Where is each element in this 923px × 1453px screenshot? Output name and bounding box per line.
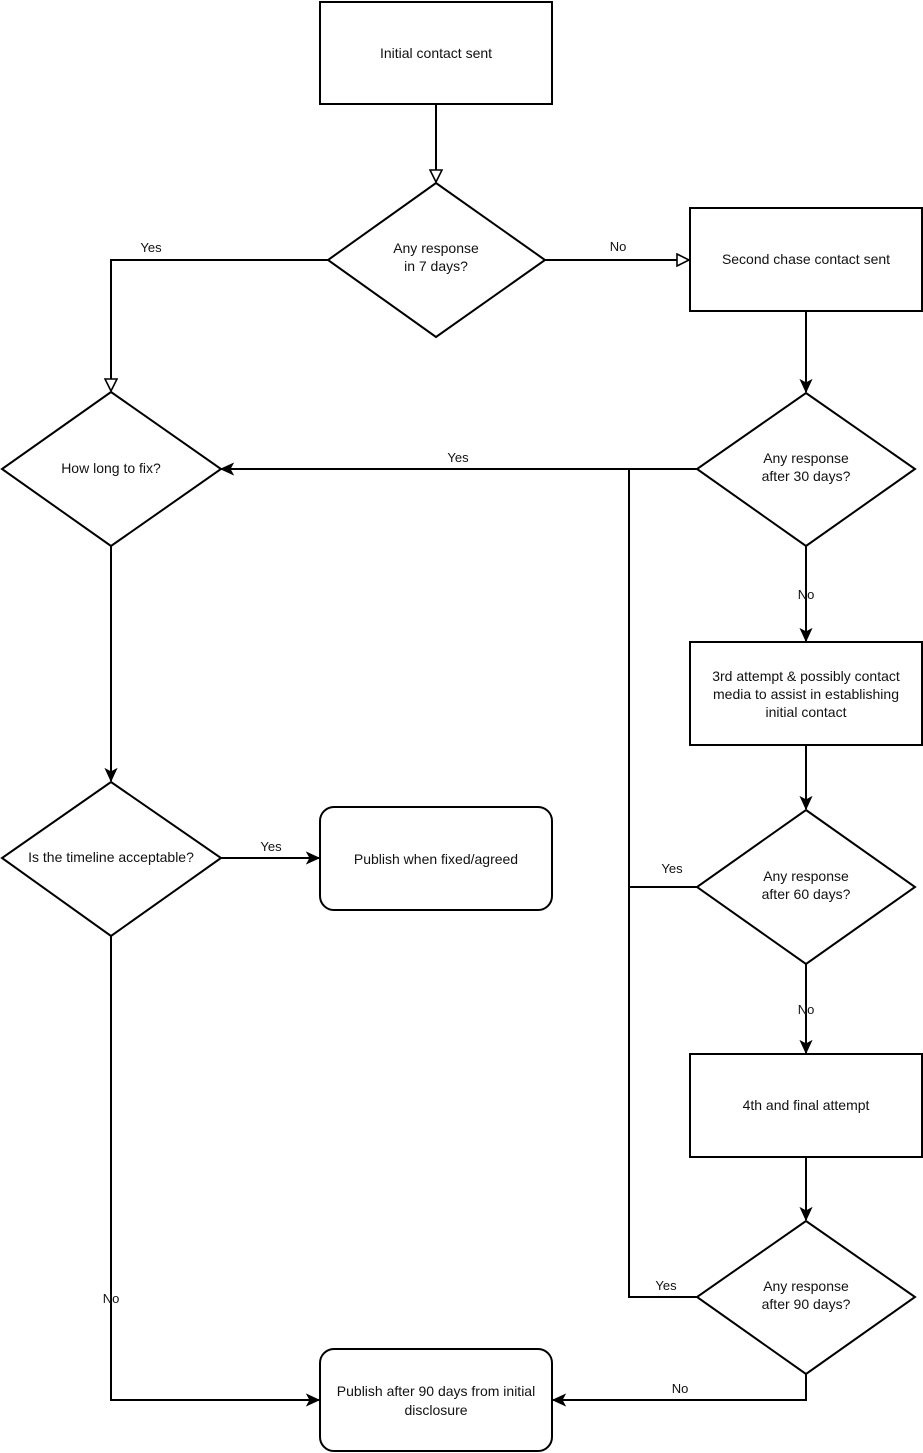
node-label: How long to fix?: [61, 460, 161, 476]
edge-label-q90-yes: Yes: [655, 1278, 677, 1293]
node-fourth-attempt: 4th and final attempt: [689, 1053, 923, 1158]
node-label: Initial contact sent: [380, 45, 492, 61]
edge-label-timeline-no: No: [103, 1291, 120, 1306]
edge-label-q7-no: No: [610, 239, 627, 254]
decision-q7-days: Any response in 7 days?: [326, 181, 547, 339]
edge-label-q60-no: No: [798, 1002, 815, 1017]
edge-label-q30-yes: Yes: [447, 450, 469, 465]
node-label-line-3: initial contact: [766, 704, 847, 720]
node-initial-contact: Initial contact sent: [319, 1, 553, 105]
node-label: Is the timeline acceptable?: [28, 849, 194, 865]
node-label-line-2: media to assist in establishing: [713, 686, 899, 702]
edge-label-timeline-yes: Yes: [260, 839, 282, 854]
node-publish-after-90-days: Publish after 90 days from initial discl…: [319, 1348, 553, 1452]
terminal-box: [319, 806, 553, 911]
decision-q90-days: Any response after 90 days?: [695, 1219, 917, 1376]
process-box: [689, 641, 923, 746]
edge-q90-yes-merge: [628, 887, 697, 1298]
decision-diamond: [0, 780, 223, 938]
edge-label-q7-yes: Yes: [140, 240, 162, 255]
edge-label-q60-yes: Yes: [661, 861, 683, 876]
edge-label-q90-no: No: [672, 1381, 689, 1396]
decision-diamond: [695, 808, 917, 966]
edge-labels: Yes No Yes No Yes Yes No Yes No No: [103, 239, 815, 1396]
decision-q60-days: Any response after 60 days?: [695, 808, 917, 966]
node-publish-when-fixed: Publish when fixed/agreed: [319, 806, 553, 911]
node-label-line-2: after 60 days?: [762, 886, 851, 902]
node-label-line-1: Any response: [763, 868, 849, 884]
edges: [111, 104, 806, 1400]
decision-diamond: [326, 181, 547, 339]
decision-q30-days: Any response after 30 days?: [695, 391, 917, 548]
node-label-line-1: Any response: [393, 240, 479, 256]
edge-q60-yes-merge: [628, 469, 697, 888]
node-label-line-2: disclosure: [404, 1402, 467, 1418]
edge-timeline-no-to-publish-90: [110, 936, 319, 1400]
node-label-line-1: Publish after 90 days from initial: [337, 1383, 535, 1399]
decision-timeline-acceptable: Is the timeline acceptable?: [0, 780, 223, 938]
decision-diamond: [0, 390, 223, 548]
node-label: Publish when fixed/agreed: [354, 851, 518, 867]
node-label-line-2: after 30 days?: [762, 468, 851, 484]
node-label-line-2: after 90 days?: [762, 1296, 851, 1312]
process-box: [319, 1, 553, 105]
terminal-box: [319, 1348, 553, 1452]
edge-q90-no-to-publish-90: [553, 1374, 807, 1400]
node-label-line-2: in 7 days?: [404, 258, 468, 274]
decision-diamond: [695, 1219, 917, 1376]
node-second-chase: Second chase contact sent: [689, 207, 923, 312]
decision-how-long-to-fix: How long to fix?: [0, 390, 223, 548]
node-label-line-1: 3rd attempt & possibly contact: [712, 668, 900, 684]
node-label: 4th and final attempt: [743, 1097, 870, 1113]
node-label-line-1: Any response: [763, 1278, 849, 1294]
decision-diamond: [695, 391, 917, 548]
node-label: Second chase contact sent: [722, 251, 890, 267]
edge-q7-yes-to-how-long: [111, 259, 328, 391]
process-box: [689, 1053, 923, 1158]
node-third-attempt: 3rd attempt & possibly contact media to …: [689, 641, 923, 746]
process-box: [689, 207, 923, 312]
edge-label-q30-no: No: [798, 587, 815, 602]
node-label-line-1: Any response: [763, 450, 849, 466]
